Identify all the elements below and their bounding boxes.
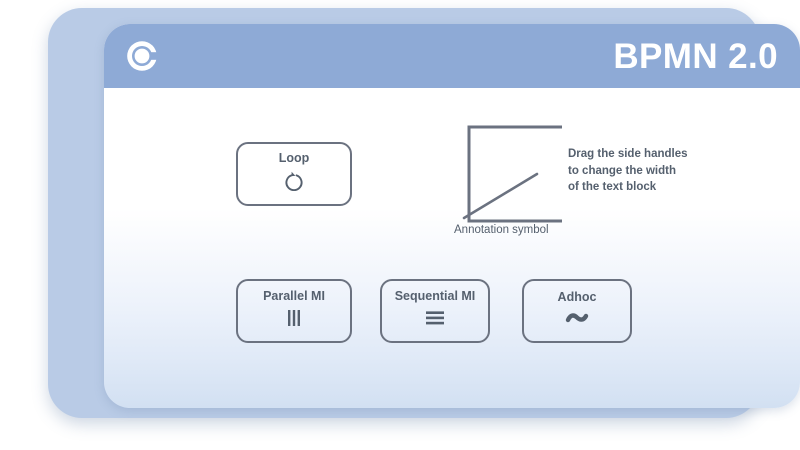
app-title: BPMN 2.0: [613, 36, 778, 76]
annotation-text-line-2: to change the width: [568, 164, 676, 177]
task-adhoc[interactable]: Adhoc: [522, 279, 632, 343]
text-annotation-bracket-icon[interactable]: [454, 124, 714, 239]
task-parallel-mi[interactable]: Parallel MI: [236, 279, 352, 343]
camunda-c-ring-icon[interactable]: [124, 38, 160, 74]
annotation-text-line-3: of the text block: [568, 181, 657, 194]
task-sequential-mi[interactable]: Sequential MI: [380, 279, 490, 343]
task-loop-label: Loop: [278, 150, 310, 165]
bpmn-canvas[interactable]: Loop Parallel MI: [104, 88, 800, 408]
annotation-text-line-1: Drag the side handles: [568, 148, 688, 160]
app-card: BPMN 2.0 Loop Parallel MI: [104, 24, 800, 408]
parallel-multi-instance-marker-icon: [284, 309, 304, 332]
task-parallel-mi-label: Parallel MI: [263, 288, 325, 303]
app-header: BPMN 2.0: [104, 24, 800, 88]
annotation-group[interactable]: Drag the side handles to change the widt…: [454, 124, 714, 234]
annotation-text: Drag the side handles to change the widt…: [568, 146, 708, 196]
annotation-caption: Annotation symbol: [454, 224, 549, 236]
task-loop[interactable]: Loop: [236, 142, 352, 206]
app-outer-frame: BPMN 2.0 Loop Parallel MI: [48, 8, 800, 418]
adhoc-marker-icon: [565, 310, 589, 331]
task-adhoc-label: Adhoc: [557, 289, 597, 304]
task-sequential-mi-label: Sequential MI: [394, 288, 476, 303]
loop-marker-icon: [283, 171, 305, 196]
sequential-multi-instance-marker-icon: [424, 309, 446, 332]
